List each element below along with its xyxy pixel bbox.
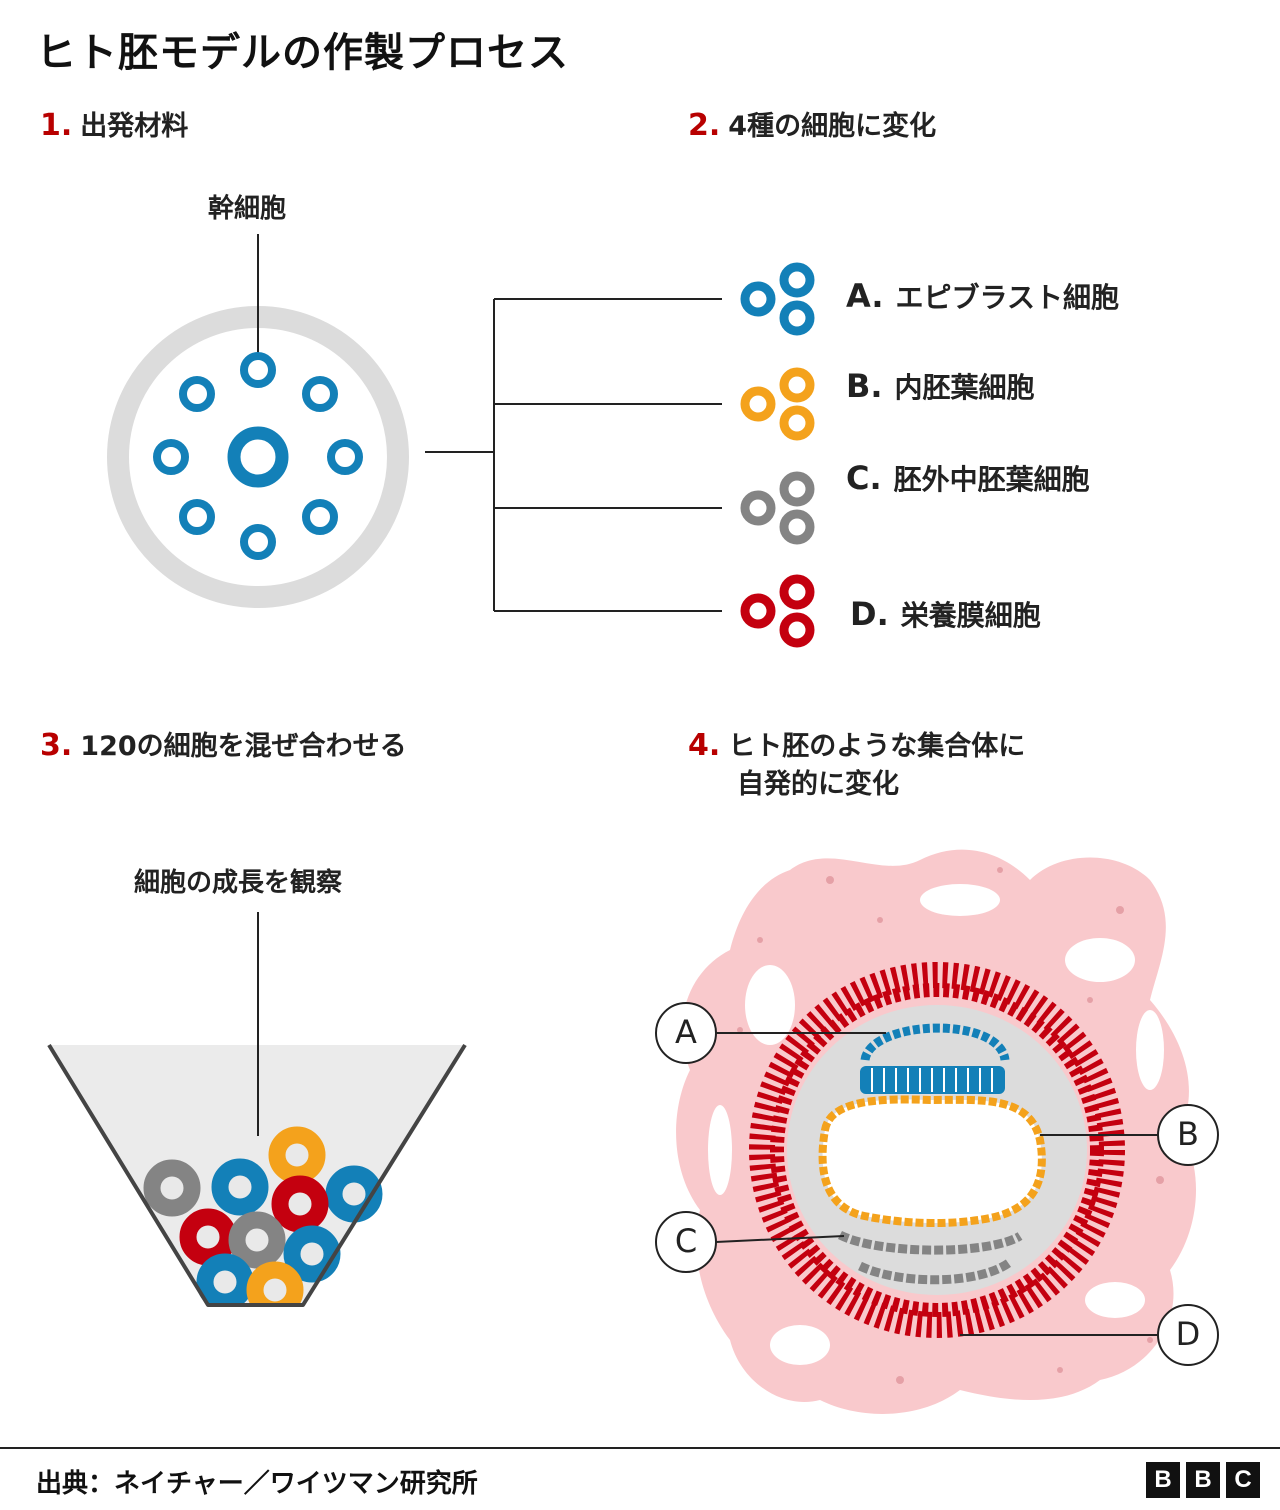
step-3-heading: 3.120の細胞を混ぜ合わせる: [40, 724, 407, 763]
bbc-logo-c: C: [1226, 1462, 1260, 1498]
step-2-heading: 2.4種の細胞に変化: [688, 104, 936, 143]
bbc-logo-b2: B: [1186, 1462, 1220, 1498]
stem-cells: [153, 352, 363, 560]
tissue-dots: [707, 867, 1164, 1384]
bracket-lines: [425, 298, 722, 612]
callout-d: D: [1175, 1315, 1201, 1353]
cell-type-b-name: 内胚葉細胞: [894, 371, 1035, 404]
source-credit: 出典：ネイチャー／ワイツマン研究所: [36, 1469, 478, 1499]
cell-type-c-icon: [740, 471, 815, 545]
cell-type-d-icon: [740, 574, 815, 648]
step-4-number: 4.: [688, 728, 721, 763]
embryo-model: [655, 849, 1219, 1414]
page-title: ヒト胚モデルの作製プロセス: [36, 30, 569, 76]
step-1-label: 出発材料: [80, 111, 189, 142]
step-4-label-line2: 自発的に変化: [737, 769, 899, 800]
tissue-holes: [708, 884, 1164, 1365]
stem-cell-dish: [107, 234, 409, 608]
step-1-heading: 1.出発材料: [40, 104, 188, 143]
callout-b: B: [1177, 1115, 1199, 1153]
step-3-label: 120の細胞を混ぜ合わせる: [80, 731, 407, 762]
step-2-label: 4種の細胞に変化: [728, 111, 937, 142]
callout-a: A: [675, 1013, 697, 1051]
step-2-number: 2.: [688, 108, 721, 143]
step-4-heading: 4.ヒト胚のような集合体に: [688, 724, 1025, 763]
cell-type-c-label: C. 胚外中胚葉細胞: [846, 458, 1090, 498]
cell-type-a-letter: A.: [846, 277, 884, 315]
mixed-cells: [143, 1126, 383, 1319]
cell-type-c-name: 胚外中胚葉細胞: [893, 463, 1090, 496]
mesoderm-layer: [837, 1230, 1023, 1285]
hypoblast-layer: [818, 1095, 1046, 1228]
cell-type-a-label: A. エピブラスト細胞: [846, 276, 1119, 316]
cell-type-c-letter: C.: [846, 459, 882, 497]
callout-c: C: [674, 1222, 698, 1260]
cell-type-b-icon: [740, 367, 815, 441]
cell-type-b-label: B. 内胚葉細胞: [846, 366, 1035, 406]
cell-type-a-name: エピブラスト細胞: [895, 281, 1119, 314]
cell-type-b-letter: B.: [846, 367, 883, 405]
observe-label: 細胞の成長を観察: [134, 868, 343, 898]
cell-type-d-letter: D.: [850, 595, 889, 633]
callout-circles: [655, 1002, 1219, 1366]
stem-cell-label: 幹細胞: [208, 194, 287, 224]
footer-divider: [0, 1447, 1280, 1449]
callout-lines: [715, 1032, 1158, 1336]
step-4-label-line1: ヒト胚のような集合体に: [728, 731, 1026, 762]
step-3-number: 3.: [40, 728, 73, 763]
mixing-well: [40, 912, 480, 1325]
trophoblast-layer: [749, 962, 1125, 1338]
step-1-number: 1.: [40, 108, 73, 143]
cell-type-d-name: 栄養膜細胞: [900, 599, 1041, 632]
cell-type-d-label: D. 栄養膜細胞: [850, 594, 1041, 634]
epiblast-layer: [860, 1023, 1010, 1094]
cell-type-a-icon: [740, 262, 815, 336]
bbc-logo-b1: B: [1146, 1462, 1180, 1498]
